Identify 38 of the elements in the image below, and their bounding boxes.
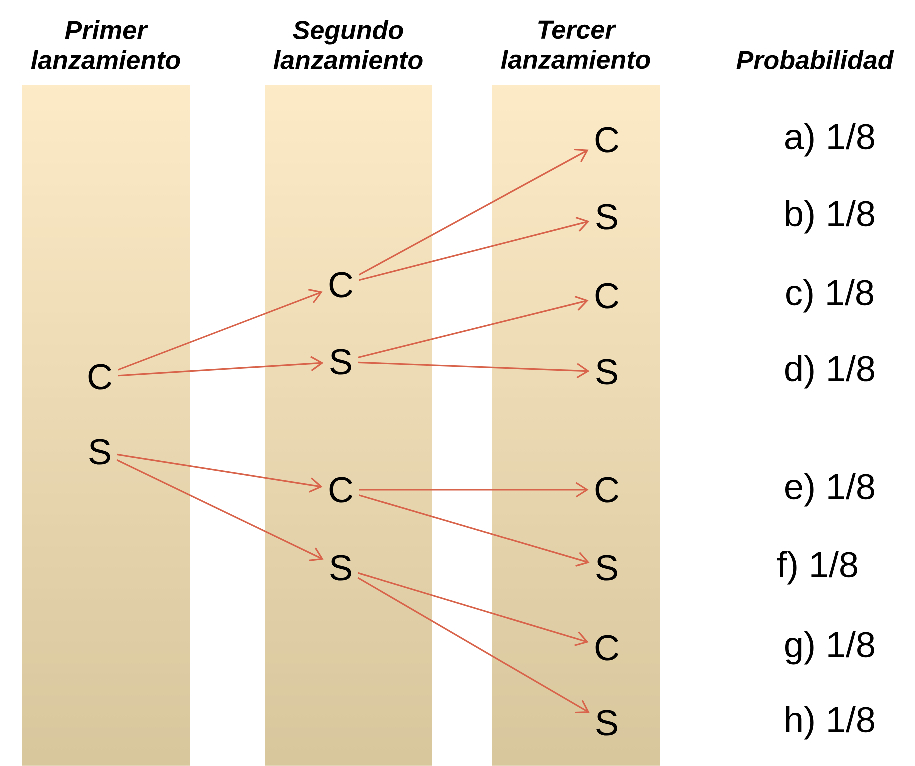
column-heading: Segundo lanzamiento: [274, 20, 423, 70]
arrow: [358, 577, 590, 714]
probability-value: d) 1/8: [786, 355, 874, 389]
outcome-letter: C: [88, 364, 112, 390]
arrow: [118, 356, 324, 377]
probability-value: e) 1/8: [786, 473, 874, 507]
probability-value: g) 1/8: [786, 631, 874, 665]
probability-value: a) 1/8: [786, 123, 874, 157]
outcome-letter: C: [596, 635, 619, 661]
arrow: [359, 216, 590, 282]
column-heading: Tercer lanzamiento: [501, 20, 650, 70]
arrow: [359, 482, 589, 498]
outcome-letter: C: [330, 477, 353, 503]
outcome-letter: S: [596, 204, 618, 230]
outcome-letter: C: [330, 272, 353, 298]
probability-value: f) 1/8: [778, 551, 858, 585]
arrow: [118, 289, 323, 371]
outcome-letter: C: [596, 283, 619, 309]
column-heading: Primer lanzamiento: [31, 20, 180, 70]
arrow: [116, 460, 324, 562]
arrow: [358, 362, 590, 379]
arrow: [358, 572, 589, 646]
outcome-letter: C: [596, 127, 619, 153]
arrow: [358, 494, 590, 567]
outcome-letter: S: [90, 439, 110, 465]
outcome-letter: S: [596, 710, 618, 736]
probability-value: h) 1/8: [786, 706, 874, 740]
outcome-letter: C: [596, 477, 619, 503]
outcome-letter: S: [596, 359, 618, 385]
arrow: [358, 148, 589, 276]
arrow: [117, 454, 323, 493]
outcome-letter: S: [330, 349, 352, 375]
outcome-letter: S: [330, 555, 352, 581]
column-heading: Probabilidad: [736, 50, 894, 70]
arrow: [358, 296, 589, 359]
probability-value: c) 1/8: [786, 279, 874, 313]
probability-value: b) 1/8: [786, 200, 874, 234]
outcome-letter: S: [596, 555, 618, 581]
